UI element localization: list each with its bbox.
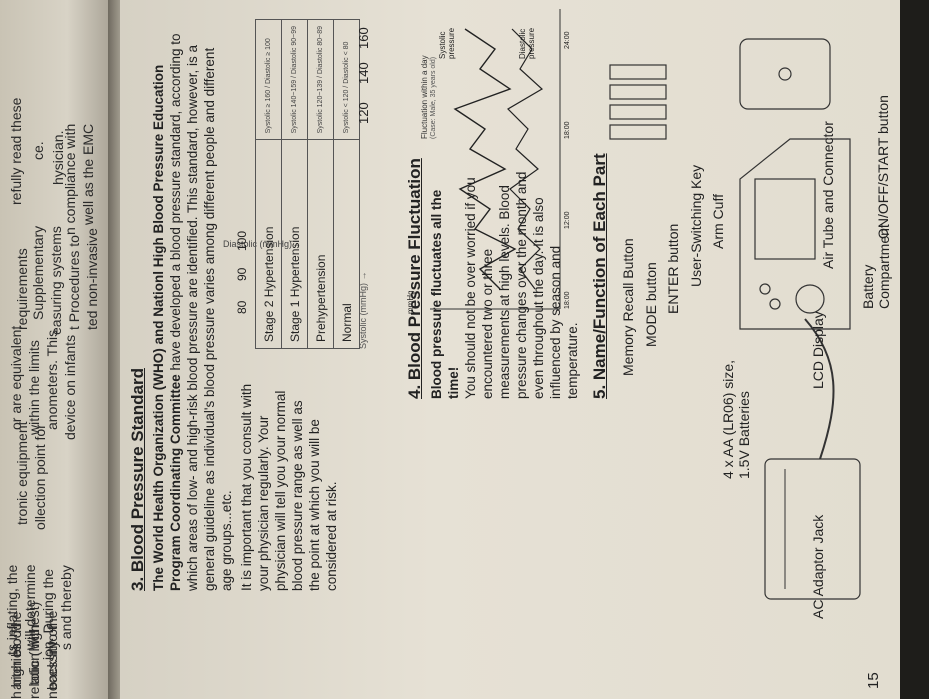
battery-icon	[609, 64, 667, 80]
battery-icon	[609, 124, 667, 140]
left-page-line: or are equivalent	[8, 325, 24, 430]
fluct-xtick: 18:00	[564, 121, 571, 139]
left-page-line: ce.	[30, 141, 46, 160]
stage-chart-ytick-80: 80	[235, 300, 249, 314]
device-illustration	[609, 38, 861, 600]
fluct-xtick: 12:00	[564, 211, 571, 229]
air-tube-shape	[804, 318, 835, 460]
background-edge	[900, 0, 929, 699]
left-page-line: Supplementary	[30, 225, 46, 320]
stage-chart-xtick-140: 140	[356, 62, 371, 84]
left-page-line: relation with	[26, 624, 42, 699]
fluct-ylabel: mmHg	[406, 290, 415, 314]
left-page-line: h high blood	[8, 622, 24, 699]
fluct-xtick: 18:00	[564, 291, 571, 309]
stage-chart-ytick-90: 90	[235, 267, 249, 281]
fluct-legend-diastolic: Diastolic pressure	[518, 27, 536, 59]
left-page-line: ollection point for	[32, 424, 48, 530]
stage-name: Normal	[333, 139, 360, 349]
mode-button-shape	[769, 298, 781, 310]
left-page-line: requirements	[14, 248, 30, 330]
arm-cuff-shape	[764, 458, 861, 600]
manual-page: 3. Blood Pressure Standard The World Hea…	[120, 0, 900, 699]
label-onoff-start: ON/OFF/START button	[875, 95, 891, 239]
label-air-tube: Air Tube and Connector	[820, 121, 836, 269]
battery-icon	[609, 84, 667, 100]
label-arm-cuff: Arm Cuff	[710, 194, 726, 249]
onoff-button-shape	[795, 284, 825, 314]
page-content: 3. Blood Pressure Standard The World Hea…	[120, 0, 900, 699]
stage-name: Stage 2 Hypertension	[255, 139, 282, 349]
monitor-body-shape	[739, 138, 851, 330]
ac-adaptor-jack-shape	[739, 38, 831, 110]
stage-chart-xlabel: Systolic (mmHg) →	[358, 271, 368, 349]
label-lcd-display: LCD Display	[810, 311, 826, 389]
fluct-xtick: 24:00	[564, 31, 571, 49]
left-page-line: n compliance with	[62, 123, 78, 235]
left-page-line: s and thereby	[58, 565, 74, 650]
stage-name: Stage 1 Hypertension	[281, 139, 308, 349]
left-page-line: anometers. This	[44, 329, 60, 430]
left-page-line: well as the EMC	[80, 123, 96, 225]
section-3-title: 3. Blood Pressure Standard	[128, 368, 147, 591]
label-ac-adaptor-jack: AC Adaptor Jack	[810, 514, 826, 619]
label-memory-recall: Memory Recall Button	[620, 238, 636, 376]
lcd-display-shape	[754, 178, 816, 260]
left-page-line: necessity of	[44, 625, 60, 699]
stage-condition: Systolic ≥ 160 / Diastolic ≥ 100	[255, 19, 282, 140]
left-page-line: refully read these	[8, 97, 24, 205]
label-user-switch: User-Switching Key	[688, 164, 704, 287]
section-3-intro: The World Health Organization (WHO) and …	[150, 31, 235, 592]
left-page-line: device on infants	[62, 334, 78, 440]
battery-icon	[609, 104, 667, 120]
fluct-legend-systolic: Systolic pressure	[438, 27, 456, 59]
label-enter-button: ENTER button	[665, 223, 681, 314]
left-page-line: ted non-invasive	[84, 228, 100, 330]
stage-chart-xtick-120: 120	[356, 102, 371, 124]
stage-condition: Systolic 140~159 / Diastolic 90~99	[281, 19, 308, 140]
memory-button-shape	[759, 283, 771, 295]
ac-jack-hole	[778, 67, 792, 81]
label-mode-button: MODE button	[643, 262, 659, 347]
stage-chart-xtick-160: 160	[356, 27, 371, 49]
diastolic-series-line	[507, 28, 544, 290]
stage-name: Prehypertension	[307, 139, 334, 349]
stage-chart-ytick-100: 100	[235, 230, 249, 251]
stage-condition: Systolic 120~139 / Diastolic 80~89	[307, 19, 334, 140]
section-3-consult-text: It is important that you consult with yo…	[239, 383, 339, 591]
left-page-line: tronic equipment	[14, 421, 30, 525]
label-batteries: 4 x AA (LR06) size, 1.5V Batteries	[720, 359, 752, 479]
fluct-chart-svg	[430, 9, 561, 310]
systolic-series-line	[453, 28, 517, 290]
left-page-line: t Procedures to	[66, 235, 82, 330]
page-number: 15	[865, 672, 882, 689]
left-page-line: easuring systems	[48, 226, 64, 335]
